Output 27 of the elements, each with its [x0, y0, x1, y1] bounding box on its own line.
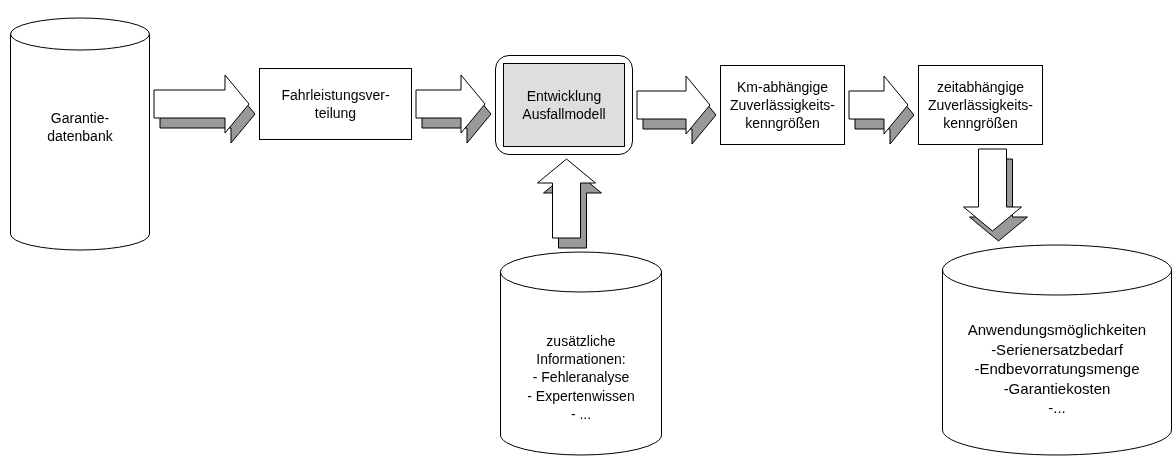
node-text: -Serienersatzbedarf: [991, 339, 1123, 359]
database-cylinder: [10, 18, 150, 250]
node-text: zusätzliche Informationen:: [535, 332, 627, 369]
block-arrow: [415, 74, 492, 144]
node-text: -...: [1048, 398, 1066, 418]
rounded-frame: [495, 55, 633, 155]
node-text: Garantie- datenbank: [46, 109, 114, 146]
node-text: - Fehleranalyse: [532, 368, 630, 387]
database-cylinder: [942, 245, 1172, 455]
node-text: zeitabhängige Zuverlässigkeits- kenngrößen: [927, 77, 1034, 133]
block-arrow: [963, 148, 1028, 242]
node-text: Fahrleistungsver- teilung: [280, 85, 391, 123]
node-text: - ...: [570, 404, 592, 423]
process-box: [918, 65, 1043, 145]
node-text: - Expertenwissen: [527, 386, 635, 405]
process-box: [720, 65, 845, 145]
node-text: -Garantiekosten: [1003, 378, 1111, 398]
process-box: [259, 68, 412, 140]
database-cylinder: [500, 252, 662, 455]
node-text: -Endbevorratungsmenge: [974, 359, 1140, 379]
node-text: Entwicklung Ausfallmodell: [521, 86, 607, 124]
node-text: Km-abhängige Zuverlässigkeits- kenngrößen: [729, 77, 836, 133]
block-arrow: [848, 75, 915, 145]
block-arrow: [537, 158, 602, 249]
node-text: Anwendungsmöglichkeiten: [967, 320, 1147, 340]
block-arrow: [153, 74, 256, 144]
block-arrow: [636, 75, 717, 145]
